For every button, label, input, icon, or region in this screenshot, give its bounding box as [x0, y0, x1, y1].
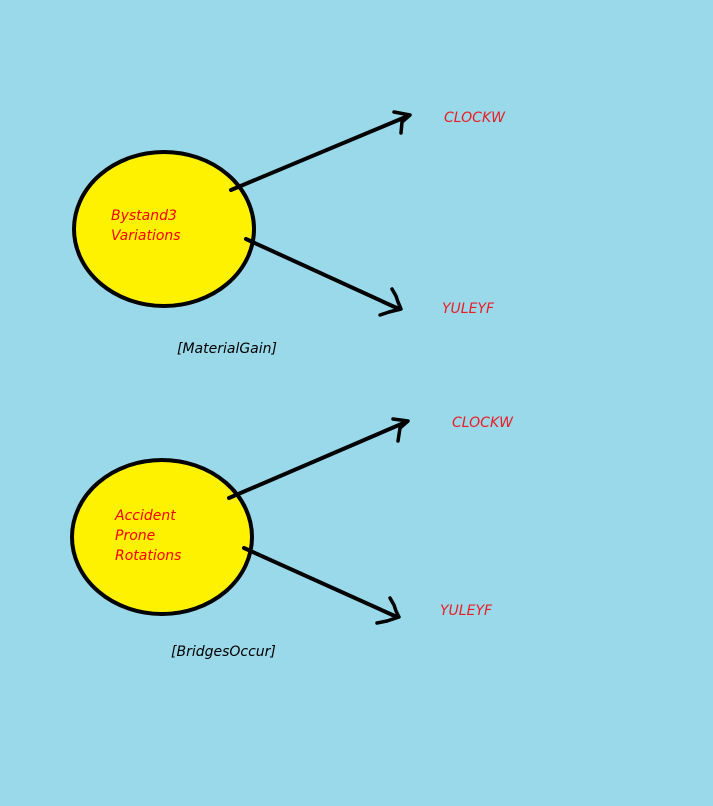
- top-node-label-line2: Variations: [111, 228, 181, 244]
- top-target-lower-label: YULEYF: [442, 301, 495, 317]
- bottom-node-label-line2: Prone: [115, 528, 155, 544]
- arrowhead-icon: [378, 287, 403, 317]
- arrowhead-icon: [391, 417, 410, 443]
- bottom-lower-arrow: [242, 546, 401, 625]
- top-node-label-line1: Bystand3: [111, 208, 177, 224]
- bottom-target-upper-label: CLOCKW: [452, 415, 514, 431]
- arrowhead-icon: [375, 596, 401, 625]
- bottom-target-lower-label: YULEYF: [440, 603, 493, 619]
- bottom-group: Accident Prone Rotations CLOCKW YULEYF […: [70, 415, 514, 660]
- top-target-upper-label: CLOCKW: [444, 110, 506, 126]
- top-caption: [MaterialGain]: [177, 341, 277, 357]
- top-node-circle: [72, 150, 256, 308]
- bottom-node-label-line3: Rotations: [115, 548, 181, 564]
- top-upper-arrow: [229, 110, 412, 192]
- bottom-upper-arrow: [227, 417, 410, 500]
- bottom-node-circle: [70, 458, 254, 616]
- top-lower-arrow: [244, 237, 403, 317]
- bottom-node-label-line1: Accident: [114, 508, 176, 524]
- top-group: Bystand3 Variations CLOCKW YULEYF [Mater…: [72, 110, 506, 357]
- arrowhead-icon: [392, 110, 412, 135]
- bottom-caption: [BridgesOccur]: [171, 644, 276, 660]
